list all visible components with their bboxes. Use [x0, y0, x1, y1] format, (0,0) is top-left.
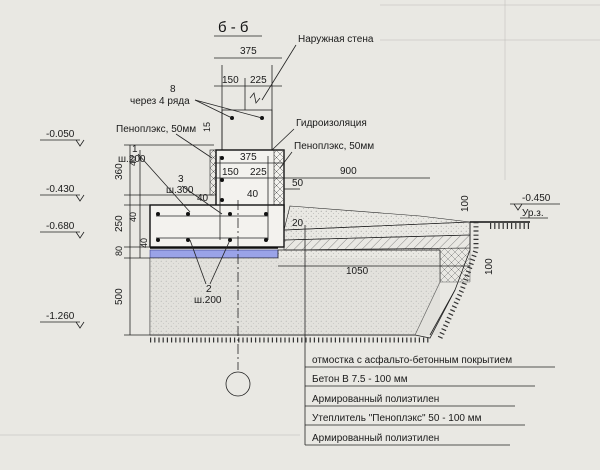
svg-text:225: 225 [250, 167, 267, 178]
legend-row-1: отмостка с асфальто-бетонным покрытием [305, 354, 555, 368]
insulation-layer [149, 249, 279, 259]
dim-inner-total: 375 [214, 152, 284, 164]
legend-row-4: Утеплитель "Пеноплэкс" 50 - 100 мм [305, 413, 525, 426]
dim-v80: 80 [114, 246, 124, 256]
svg-text:20: 20 [292, 218, 304, 229]
soil-hatching [429, 221, 530, 340]
svg-text:ш.200: ш.200 [194, 295, 222, 306]
dim-d100a: 100 [460, 195, 471, 212]
svg-text:Гидроизоляция: Гидроизоляция [296, 118, 367, 129]
level-marker-l1: -0.050 [40, 129, 85, 147]
legend-row-5: Армированный полиэтилен [305, 433, 510, 446]
legend-row-3: Армированный полиэтилен [305, 394, 515, 407]
rebar-bars [156, 116, 268, 242]
svg-text:Ур.з.: Ур.з. [522, 208, 544, 219]
level-marker-l2: -0.430 [40, 184, 85, 202]
dim-d100b: 100 [484, 258, 495, 275]
svg-text:Утеплитель "Пеноплэкс" 50 - 10: Утеплитель "Пеноплэкс" 50 - 100 мм [312, 413, 482, 424]
svg-text:Армированный полиэтилен: Армированный полиэтилен [312, 394, 439, 405]
dim-d40c: 40 [139, 238, 149, 248]
penoplex-strip [209, 149, 217, 196]
level-marker-right: -0.450 Ур.з. [510, 193, 560, 219]
rebar-lines [156, 156, 269, 240]
dim-d50: 50 [284, 178, 304, 190]
svg-text:ш.300: ш.300 [166, 185, 194, 196]
paper-grid [0, 0, 600, 436]
dim-v250: 250 [114, 215, 125, 232]
svg-text:-0.680: -0.680 [46, 221, 75, 232]
dim-d40-left: 40 [197, 193, 209, 204]
svg-text:50: 50 [292, 178, 304, 189]
blind-area [283, 205, 471, 283]
svg-text:-1.260: -1.260 [46, 311, 75, 322]
axis-bubble [225, 200, 251, 397]
svg-text:8: 8 [170, 84, 176, 95]
dim-v360: 360 [114, 163, 125, 180]
base-soil-line [150, 289, 456, 339]
svg-text:-0.050: -0.050 [46, 129, 75, 140]
svg-text:1: 1 [132, 144, 138, 155]
rebar-mark-2: 2 ш.200 [189, 239, 231, 306]
dim-v500: 500 [114, 288, 125, 305]
callout-anchor-pitch: 8 через 4 ряда [130, 84, 263, 119]
section-title: б - б [218, 19, 249, 36]
dim-d40a: 40 [128, 156, 138, 166]
svg-text:2: 2 [206, 284, 212, 295]
svg-text:-0.450: -0.450 [522, 193, 551, 204]
svg-text:Пеноплэкс, 50мм: Пеноплэкс, 50мм [294, 141, 374, 152]
svg-text:900: 900 [340, 166, 357, 177]
rebar-mark-3: 3 ш.300 [166, 174, 223, 215]
dim-d900: 900 [284, 166, 430, 179]
dim-wall-total: 375 [214, 46, 282, 59]
svg-text:Наружная стена: Наружная стена [298, 34, 374, 45]
svg-text:ш.200: ш.200 [118, 154, 146, 165]
svg-text:Бетон В 7.5 - 100 мм: Бетон В 7.5 - 100 мм [312, 374, 408, 385]
dim-inner-split: 150 225 [214, 167, 284, 179]
legend-row-2: Бетон В 7.5 - 100 мм [305, 374, 535, 387]
svg-text:Армированный полиэтилен: Армированный полиэтилен [312, 433, 439, 444]
callout-waterproofing: Гидроизоляция [271, 118, 367, 151]
svg-text:375: 375 [240, 152, 257, 163]
dim-d20: 20 [292, 218, 304, 229]
level-marker-l4: -1.260 [40, 311, 85, 329]
callout-penoplex-left: Пеноплэкс, 50мм [116, 124, 213, 159]
svg-text:3: 3 [178, 174, 184, 185]
dim-d40d: 40 [247, 189, 259, 200]
svg-text:через 4 ряда: через 4 ряда [130, 96, 190, 107]
svg-text:150: 150 [222, 167, 239, 178]
svg-text:150: 150 [222, 75, 239, 86]
svg-text:-0.430: -0.430 [46, 184, 75, 195]
callout-outer-wall: Наружная стена [261, 34, 374, 101]
level-marker-l3: -0.680 [40, 221, 85, 239]
svg-text:Пеноплэкс, 50мм: Пеноплэкс, 50мм [116, 124, 196, 135]
dim-d1050: 1050 [278, 265, 470, 277]
svg-text:375: 375 [240, 46, 257, 57]
dim-d15: 15 [202, 122, 212, 132]
svg-text:225: 225 [250, 75, 267, 86]
left-dimension-chain [124, 144, 214, 336]
svg-text:отмостка с асфальто-бетонным п: отмостка с асфальто-бетонным покрытием [312, 354, 512, 366]
plinth-block [215, 149, 285, 246]
svg-text:1050: 1050 [346, 266, 369, 277]
foundation-slab [149, 204, 285, 249]
callout-penoplex-right: Пеноплэкс, 50мм [279, 141, 374, 169]
dim-d40b: 40 [128, 212, 138, 222]
rebar-mark-1: 1 ш.200 [118, 144, 191, 213]
